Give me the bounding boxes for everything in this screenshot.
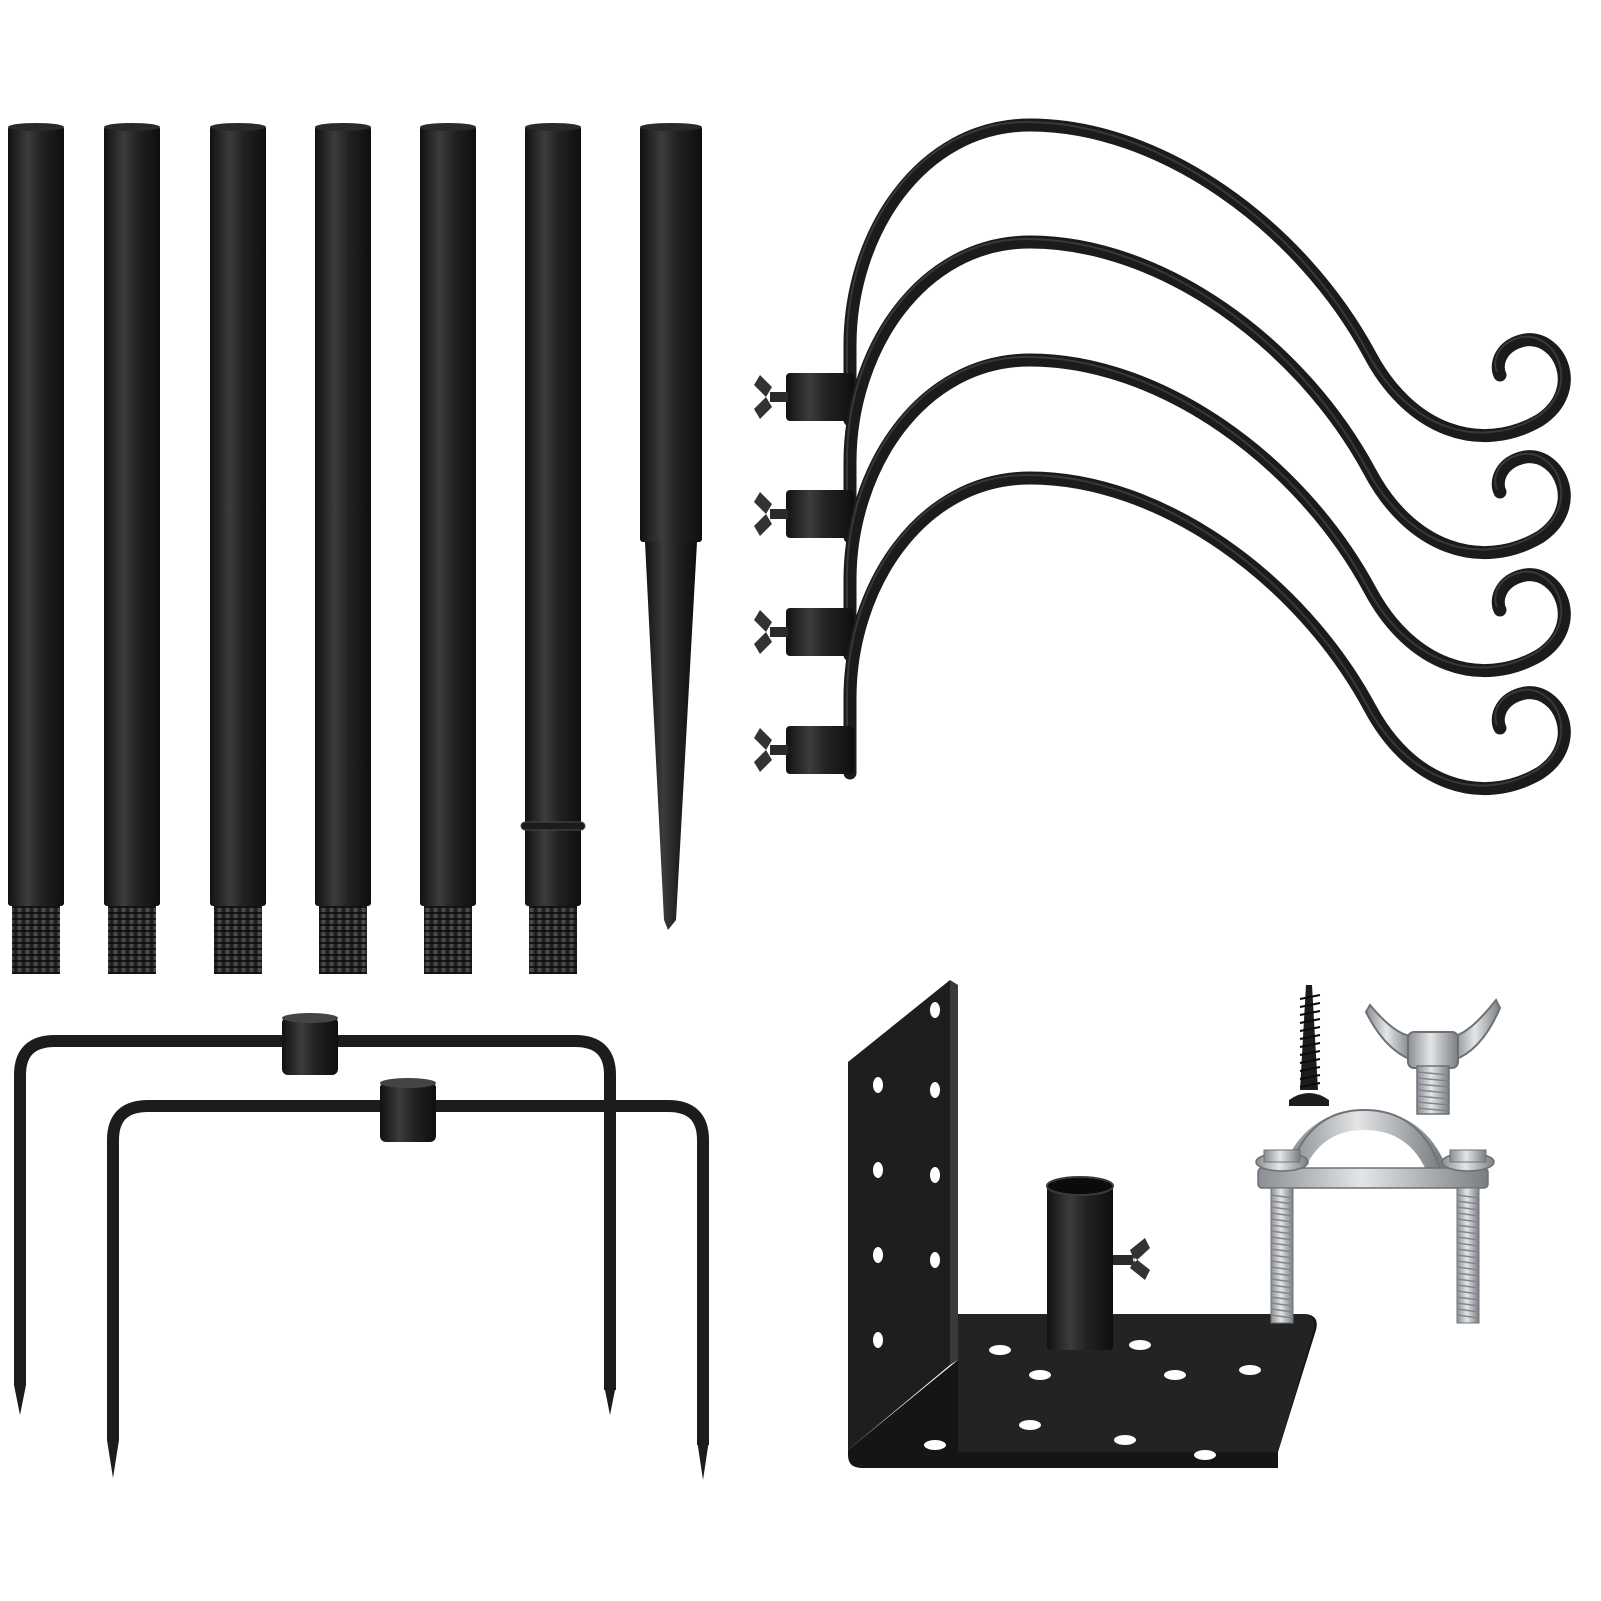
hanging-hook (754, 471, 1571, 796)
hanging-hook (754, 353, 1571, 678)
mount-bracket (848, 980, 1317, 1468)
extension-pole (104, 123, 160, 974)
bracket-holes (873, 1002, 1261, 1460)
extension-pole (420, 123, 476, 974)
extension-pole (210, 123, 266, 974)
u-clamp-icon (1255, 1108, 1495, 1324)
extension-pole (315, 123, 371, 974)
ground-stake (107, 1078, 709, 1480)
hanging-hook (754, 118, 1571, 443)
hanging-hooks-group (754, 118, 1571, 796)
extension-poles-group (8, 123, 586, 974)
extension-pole (520, 123, 586, 974)
hanging-hook (754, 235, 1571, 560)
ground-stake (14, 1013, 616, 1415)
screw-icon (1289, 985, 1329, 1106)
extension-pole (8, 123, 64, 974)
wing-nut-icon (1364, 998, 1502, 1115)
spike-pole (640, 123, 702, 930)
